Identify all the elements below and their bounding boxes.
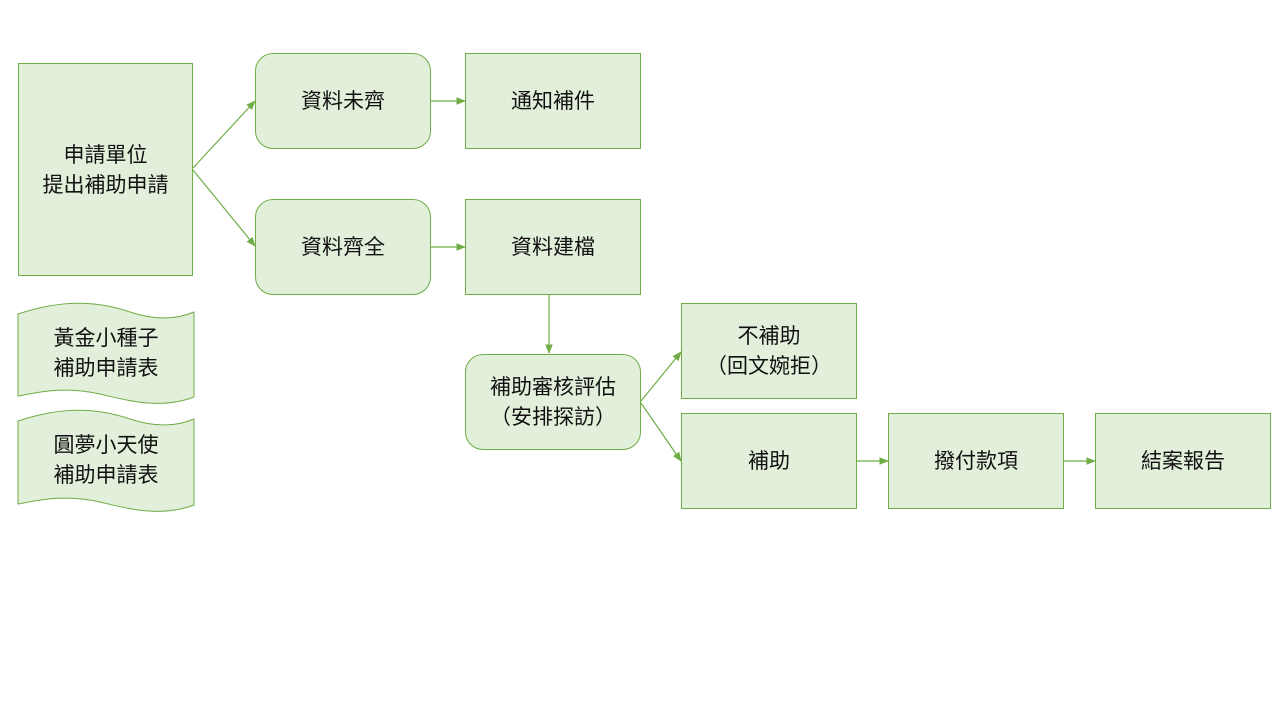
node-review-line2: （安排探訪） — [490, 405, 616, 429]
node-filing: 資料建檔 — [465, 199, 641, 295]
arrow-applicant-to-incomplete — [192, 100, 256, 169]
form-dream-angel: 圓夢小天使 補助申請表 — [18, 427, 194, 493]
form-golden-seed: 黃金小種子 補助申請表 — [18, 320, 194, 386]
node-payment-label: 撥付款項 — [934, 449, 1018, 473]
node-report: 結案報告 — [1095, 413, 1271, 509]
arrow-review-to-reject — [640, 351, 682, 402]
node-payment: 撥付款項 — [888, 413, 1064, 509]
node-report-label: 結案報告 — [1141, 449, 1225, 473]
node-review: 補助審核評估 （安排探訪） — [465, 354, 641, 450]
node-filing-label: 資料建檔 — [511, 235, 595, 259]
arrow-applicant-to-complete — [192, 169, 256, 247]
form-golden-seed-line2: 補助申請表 — [53, 356, 159, 380]
node-review-line1: 補助審核評估 — [490, 375, 616, 399]
form-dream-angel-shape — [17, 409, 195, 512]
node-applicant: 申請單位 提出補助申請 — [18, 63, 193, 276]
form-dream-angel-line1: 圓夢小天使 — [53, 433, 159, 457]
node-reject: 不補助 （回文婉拒） — [681, 303, 857, 399]
node-reject-line2: （回文婉拒） — [706, 354, 832, 378]
node-complete-label: 資料齊全 — [301, 235, 385, 259]
node-notify: 通知補件 — [465, 53, 641, 149]
node-applicant-line2: 提出補助申請 — [42, 172, 169, 197]
node-applicant-line1: 申請單位 — [63, 142, 148, 167]
node-reject-line1: 不補助 — [737, 324, 801, 348]
node-approve: 補助 — [681, 413, 857, 509]
form-dream-angel-line2: 補助申請表 — [53, 463, 159, 487]
node-notify-label: 通知補件 — [511, 89, 595, 113]
node-approve-label: 補助 — [748, 449, 790, 473]
arrow-review-to-approve — [640, 402, 682, 462]
node-incomplete: 資料未齊 — [255, 53, 431, 149]
node-incomplete-label: 資料未齊 — [301, 89, 385, 113]
node-complete: 資料齊全 — [255, 199, 431, 295]
form-golden-seed-line1: 黃金小種子 — [53, 326, 159, 350]
form-golden-seed-shape — [17, 302, 195, 404]
